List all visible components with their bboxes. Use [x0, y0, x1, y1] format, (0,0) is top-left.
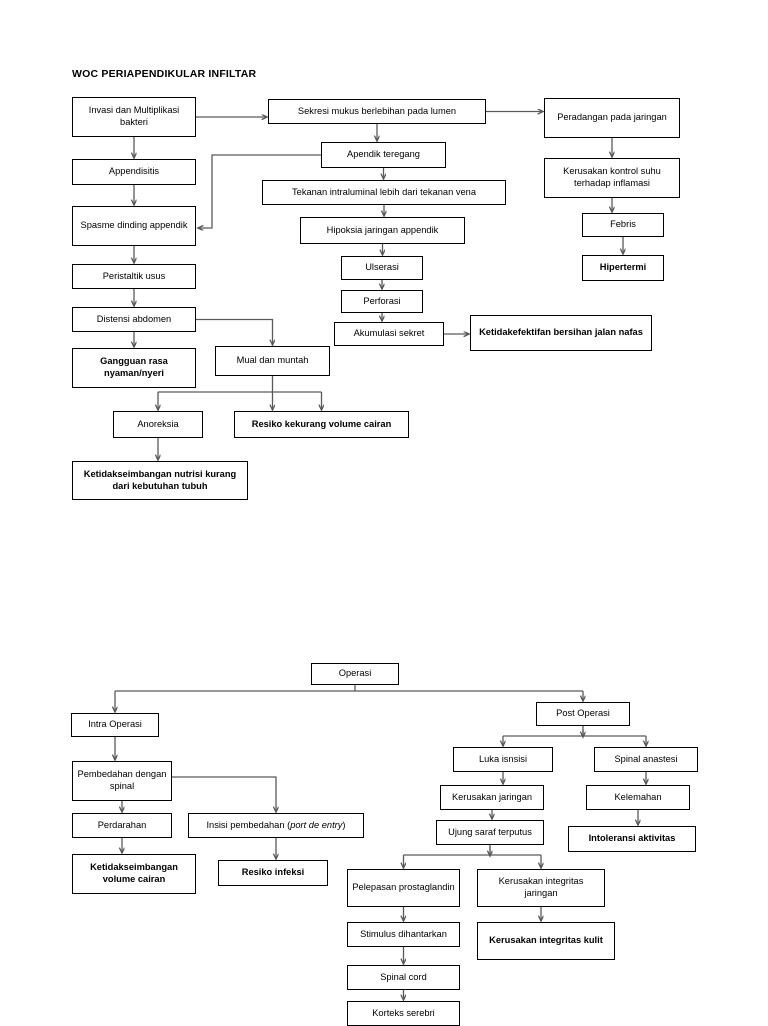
node-kerusakan_integ_jar: Kerusakan integritas jaringan	[477, 869, 605, 907]
node-apendik: Apendik teregang	[321, 142, 446, 168]
node-pelepasan: Pelepasan prostaglandin	[347, 869, 460, 907]
node-operasi: Operasi	[311, 663, 399, 685]
node-luka_insisi: Luka isnsisi	[453, 747, 553, 772]
node-ujung_saraf: Ujung saraf terputus	[436, 820, 544, 845]
node-kerusakansuhu: Kerusakan kontrol suhu terhadap inflamas…	[544, 158, 680, 198]
node-ketidakefektifan: Ketidakefektifan bersihan jalan nafas	[470, 315, 652, 351]
node-sekresi: Sekresi mukus berlebihan pada lumen	[268, 99, 486, 124]
node-kerusakan_integ_kulit: Kerusakan integritas kulit	[477, 922, 615, 960]
node-hipertermi: Hipertermi	[582, 255, 664, 281]
node-spasme: Spasme dinding appendik	[72, 206, 196, 246]
node-korteks_serebri: Korteks serebri	[347, 1001, 460, 1026]
node-ketidakseimbangan_cairan: Ketidakseimbangan volume cairan	[72, 854, 196, 894]
node-resiko_infeksi: Resiko infeksi	[218, 860, 328, 886]
node-akumulasi: Akumulasi sekret	[334, 322, 444, 346]
node-invasi: Invasi dan Multiplikasi bakteri	[72, 97, 196, 137]
node-distensi: Distensi abdomen	[72, 307, 196, 332]
node-spinal_anastesi: Spinal anastesi	[594, 747, 698, 772]
node-intra_operasi: Intra Operasi	[71, 713, 159, 737]
node-appendisitis: Appendisitis	[72, 159, 196, 185]
node-resiko_cairan: Resiko kekurang volume cairan	[234, 411, 409, 438]
node-mual: Mual dan muntah	[215, 346, 330, 376]
node-insisi_pembedahan: Insisi pembedahan (port de entry)	[188, 813, 364, 838]
node-kerusakan_jaringan: Kerusakan jaringan	[440, 785, 544, 810]
node-post_operasi: Post Operasi	[536, 702, 630, 726]
node-anoreksia: Anoreksia	[113, 411, 203, 438]
node-kelemahan: Kelemahan	[586, 785, 690, 810]
node-tekanan: Tekanan intraluminal lebih dari tekanan …	[262, 180, 506, 205]
node-peristaltik: Peristaltik usus	[72, 264, 196, 289]
node-ulserasi: Ulserasi	[341, 256, 423, 280]
node-intoleransi: Intoleransi aktivitas	[568, 826, 696, 852]
node-pembedahan: Pembedahan dengan spinal	[72, 761, 172, 801]
node-peradangan: Peradangan pada jaringan	[544, 98, 680, 138]
node-perdarahan: Perdarahan	[72, 813, 172, 838]
page-title: WOC PERIAPENDIKULAR INFILTAR	[72, 68, 257, 80]
node-spinal_cord: Spinal cord	[347, 965, 460, 990]
node-febris: Febris	[582, 213, 664, 237]
node-gangguan: Gangguan rasa nyaman/nyeri	[72, 348, 196, 388]
node-perforasi: Perforasi	[341, 290, 423, 313]
node-hipoksia: Hipoksia jaringan appendik	[300, 217, 465, 244]
node-ketidakseimbangan_nutrisi: Ketidakseimbangan nutrisi kurang dari ke…	[72, 461, 248, 500]
node-stimulus: Stimulus dihantarkan	[347, 922, 460, 947]
